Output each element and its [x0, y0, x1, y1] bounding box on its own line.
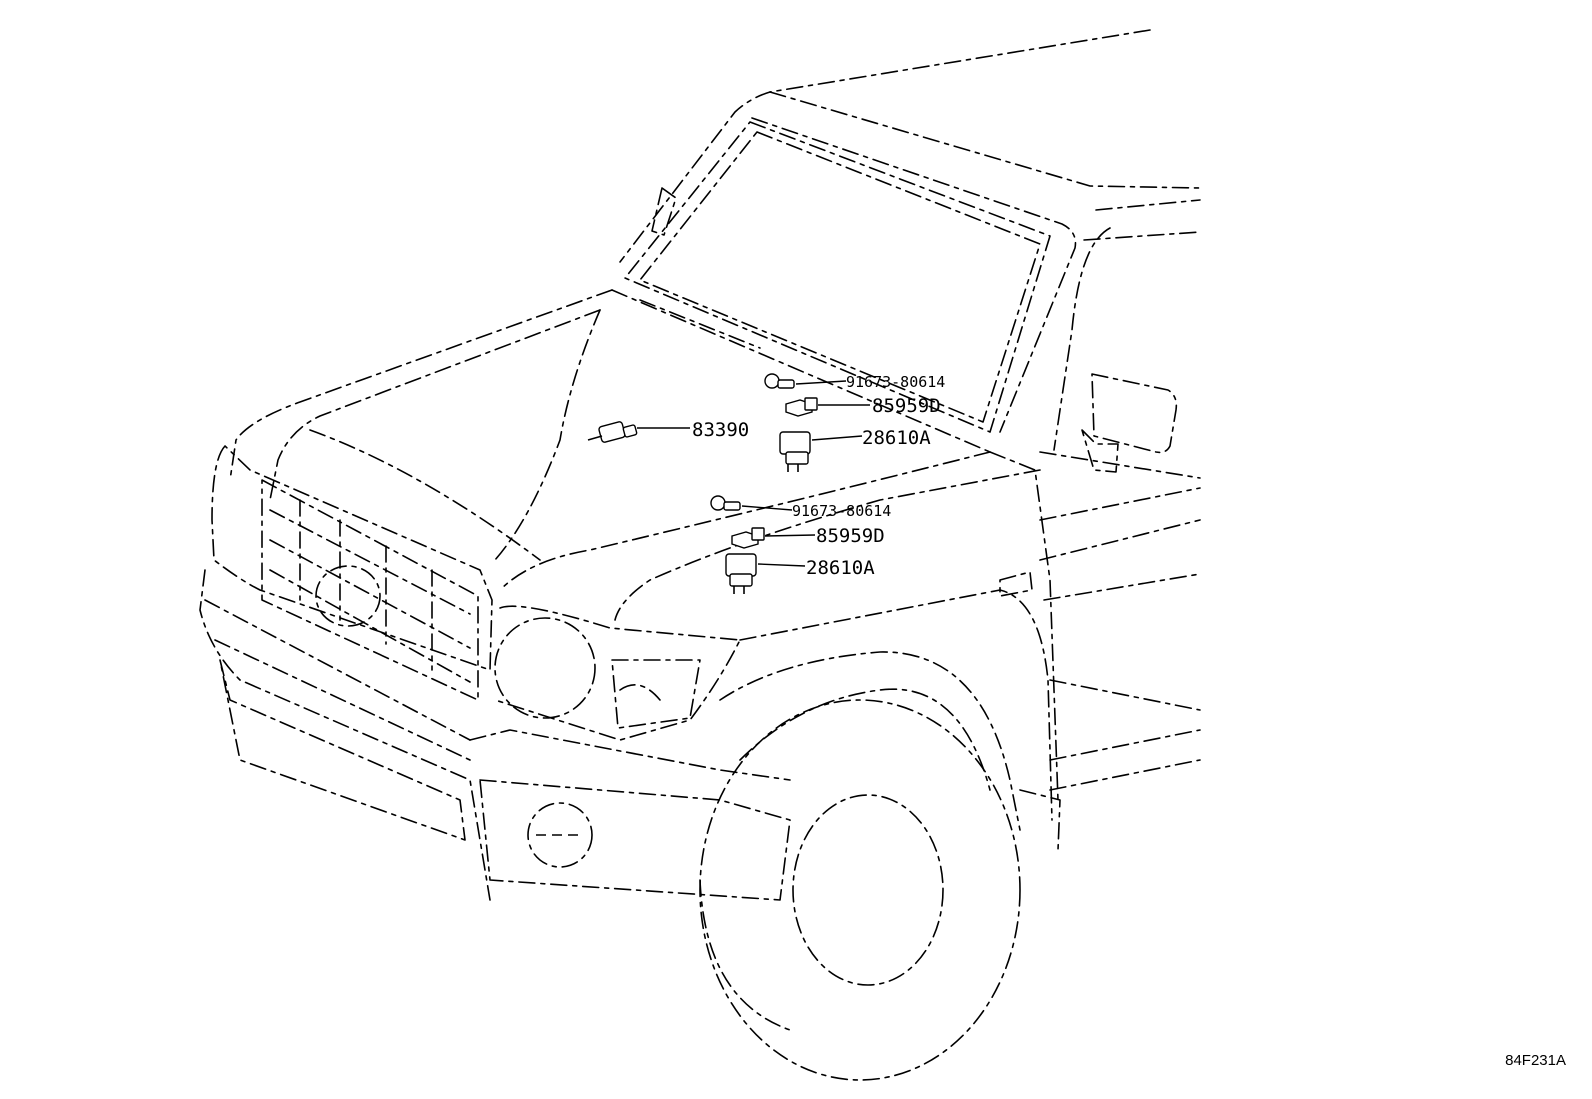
callout-83390: 83390 — [692, 419, 749, 441]
switch-part-83390 — [587, 421, 638, 443]
callout-labels: 91673-80614 85959D 28610A 83390 91673-80… — [692, 373, 945, 579]
relay-part-lower — [725, 553, 757, 594]
clip-part-upper — [764, 373, 795, 389]
callout-28610a-lower: 28610A — [806, 557, 875, 579]
relay-part-upper — [779, 431, 811, 472]
diagram-code: 84F231A — [1505, 1052, 1566, 1069]
callout-91673-80614-upper: 91673-80614 — [846, 373, 945, 391]
callout-85959d-upper: 85959D — [872, 395, 941, 417]
callout-85959d-lower: 85959D — [816, 525, 885, 547]
vehicle-outline — [199, 29, 1201, 1081]
bracket-part-lower — [731, 527, 765, 549]
bracket-part-upper — [785, 397, 818, 417]
callout-91673-80614-lower: 91673-80614 — [792, 502, 891, 520]
clip-part-lower — [710, 495, 741, 511]
leader-lines — [637, 380, 870, 567]
callout-28610a-upper: 28610A — [862, 427, 931, 449]
